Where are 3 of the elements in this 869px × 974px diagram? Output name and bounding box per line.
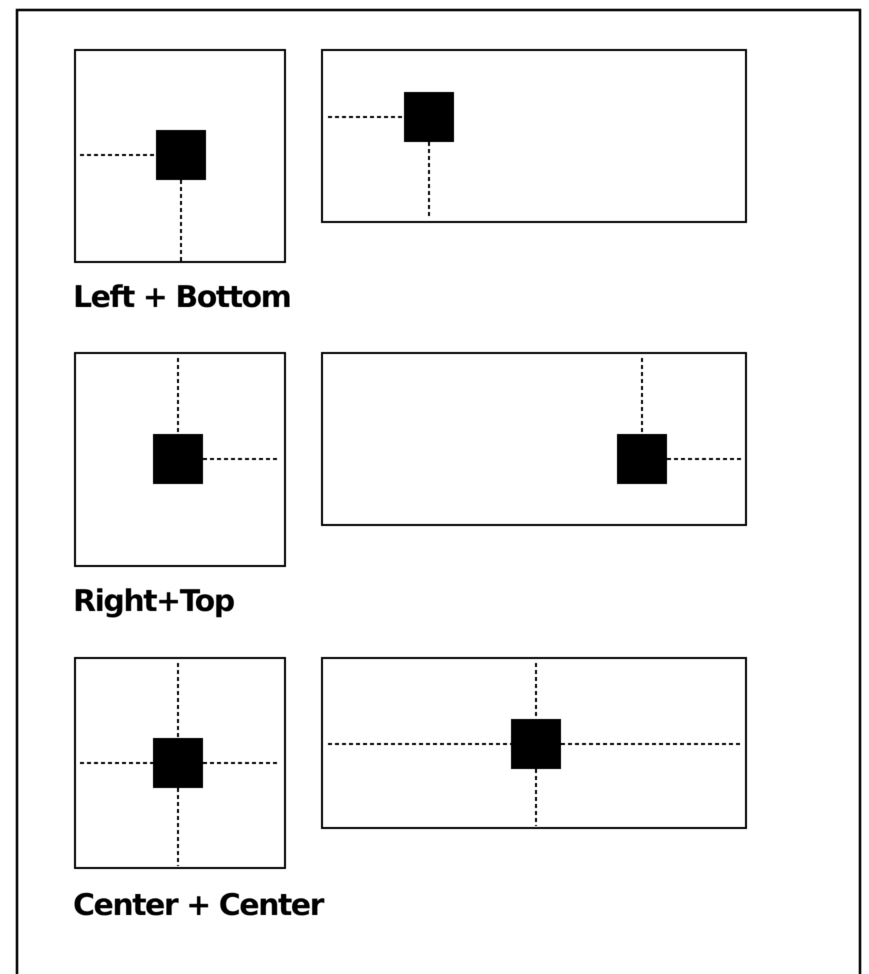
caption-text: Left + Bottom <box>73 280 290 315</box>
caption-text: Right+Top <box>73 584 234 619</box>
caption-text: Center + Center <box>73 888 323 923</box>
